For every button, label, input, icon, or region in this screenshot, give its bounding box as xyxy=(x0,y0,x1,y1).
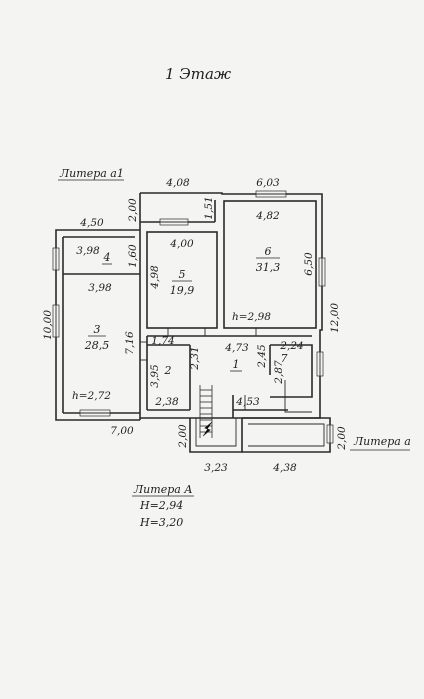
dim-room5-height: 4,98 xyxy=(149,265,161,290)
dim-left-annex-top: 4,50 xyxy=(79,217,104,229)
plan-title: 1 Этаж xyxy=(165,65,231,83)
room-4-number: 4 xyxy=(103,251,111,264)
wall-litera-a xyxy=(242,417,331,453)
stair-arrow xyxy=(202,421,213,437)
wall-room5 xyxy=(146,231,218,329)
walls xyxy=(55,192,331,453)
label-litera-a: Литера а xyxy=(353,435,411,448)
dim-top-left: 4,08 xyxy=(165,177,190,189)
room-labels: 4 3 28,5 5 19,9 6 31,3 1 2 7 h=2,98 h=2,… xyxy=(72,245,288,402)
dim-niche-height: 2,87 xyxy=(273,360,285,385)
dim-room4-width: 3,98 xyxy=(76,245,100,257)
door-marks xyxy=(140,328,257,410)
label-litera-A: Литера А xyxy=(133,483,193,496)
dim-right-total: 12,00 xyxy=(329,303,341,333)
wall-stair-porch-inner xyxy=(195,418,237,447)
room-5-area: 19,9 xyxy=(170,284,195,297)
dim-litera-a-width: 4,38 xyxy=(272,462,297,474)
dim-room6-width: 4,82 xyxy=(255,210,280,222)
dimensions: 4,08 6,03 4,82 4,50 3,98 4,00 3,98 1,74 … xyxy=(42,177,348,474)
dim-porch-height: 2,00 xyxy=(177,424,189,449)
dim-corridor-a: 1,74 xyxy=(151,335,174,347)
height-room3: h=2,72 xyxy=(72,390,111,402)
dim-porch-width: 3,23 xyxy=(204,462,228,474)
dim-room7-height: 2,45 xyxy=(256,344,268,369)
wall-main-outer xyxy=(140,192,323,419)
ceiling-height-2: H=3,20 xyxy=(139,516,183,529)
height-room6: h=2,98 xyxy=(232,311,271,323)
wall-room7 xyxy=(270,344,313,398)
dim-left-total: 10,00 xyxy=(42,310,54,340)
room-3-number: 3 xyxy=(94,323,101,336)
dim-top-right: 6,03 xyxy=(256,177,280,189)
windows xyxy=(52,190,334,444)
dim-stair-height: 2,31 xyxy=(189,346,201,370)
dim-room2-height: 3,95 xyxy=(149,364,161,388)
dim-room3-height: 7,16 xyxy=(124,331,136,355)
wall-stair-porch xyxy=(189,418,243,453)
dim-room6-height: 6,50 xyxy=(303,252,315,276)
dim-room3-width: 3,98 xyxy=(88,282,112,294)
room-2-number: 2 xyxy=(164,364,172,377)
room-7-number: 7 xyxy=(281,352,288,365)
dim-corridor-bottom: 4,53 xyxy=(235,396,260,408)
dim-entrance-height: 2,00 xyxy=(127,198,139,223)
wall-room6 xyxy=(223,200,317,329)
room-3-area: 28,5 xyxy=(84,339,110,352)
room-6-area: 31,3 xyxy=(256,261,281,274)
dim-room2-width: 2,38 xyxy=(154,396,179,408)
wall-litera-a-inner xyxy=(248,423,325,447)
ceiling-height-1: H=2,94 xyxy=(139,499,183,512)
dim-left-bottom: 7,00 xyxy=(110,425,134,437)
room-1-number: 1 xyxy=(233,358,240,371)
dim-entrance-right: 1,51 xyxy=(203,196,215,219)
dim-room5-width: 4,00 xyxy=(169,238,194,250)
wall-room7-niche xyxy=(284,380,312,413)
label-litera-a1: Литера а1 xyxy=(59,167,124,180)
dim-room7-width: 2,24 xyxy=(279,340,303,352)
room-6-number: 6 xyxy=(265,245,272,258)
dim-room4-height: 1,60 xyxy=(127,244,139,268)
room-5-number: 5 xyxy=(179,268,186,281)
dim-litera-a-height: 2,00 xyxy=(336,426,348,451)
staircase xyxy=(199,385,213,438)
dim-room1-width: 4,73 xyxy=(224,342,249,354)
